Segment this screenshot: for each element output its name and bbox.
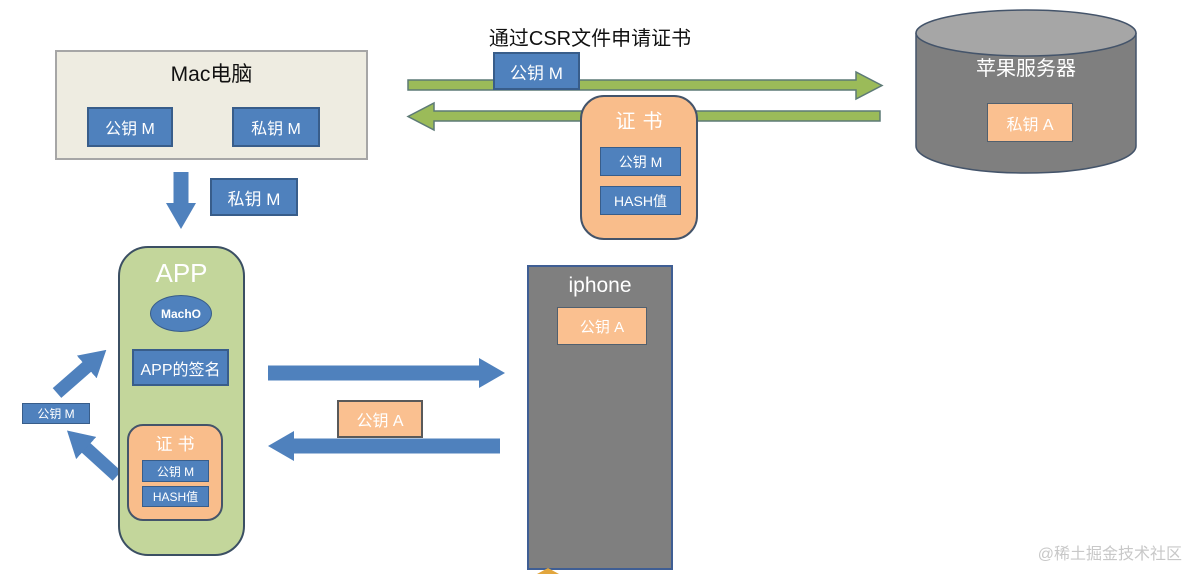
arrow-cert-to-key <box>66 430 122 481</box>
app-signature: APP的签名 <box>132 349 229 386</box>
certificate-public-key-m: 公钥 M <box>600 147 681 176</box>
public-key-a-label: 公钥 A <box>337 400 423 438</box>
app-certificate-title: 证书 <box>155 435 200 454</box>
public-key-m-verify-label: 公钥 M <box>22 403 90 424</box>
server-private-key-a: 私钥 A <box>987 103 1073 142</box>
iphone-public-key-a: 公钥 A <box>557 307 647 345</box>
certificate-node: 证书 公钥 M HASH值 <box>580 95 698 240</box>
mac-computer-title: Mac电脑 <box>170 63 253 86</box>
public-key-m-csr: 公钥 M <box>493 52 580 90</box>
watermark: @稀土掘金技术社区 <box>1037 546 1182 563</box>
certificate-title: 证书 <box>615 111 670 133</box>
app-certificate-node: 证书 公钥 M HASH值 <box>127 424 223 521</box>
app-certificate-public-key-m: 公钥 M <box>142 460 209 482</box>
apple-server-title: 苹果服务器 <box>976 58 1076 80</box>
app-node: APP MachO APP的签名 证书 公钥 M HASH值 <box>118 246 245 556</box>
iphone-title: iphone <box>568 274 632 297</box>
app-certificate-hash: HASH值 <box>142 486 209 507</box>
certificate-hash: HASH值 <box>600 186 681 215</box>
apple-server-node: 苹果服务器 私钥 A <box>915 8 1137 178</box>
csr-request-caption: 通过CSR文件申请证书 <box>488 28 692 50</box>
mac-public-key-m: 公钥 M <box>87 107 173 147</box>
app-macho-ellipse: MachO <box>150 295 212 332</box>
arrow-key-verify-up <box>52 349 107 398</box>
private-key-m-label: 私钥 M <box>210 178 298 216</box>
cropped-bottom-shape <box>537 568 559 574</box>
app-title: APP <box>155 258 208 288</box>
mac-computer-node: Mac电脑 公钥 M 私钥 M <box>55 50 368 160</box>
mac-private-key-m: 私钥 M <box>232 107 320 147</box>
iphone-node: iphone 公钥 A <box>527 265 673 570</box>
server-cylinder-shape <box>915 9 1137 174</box>
